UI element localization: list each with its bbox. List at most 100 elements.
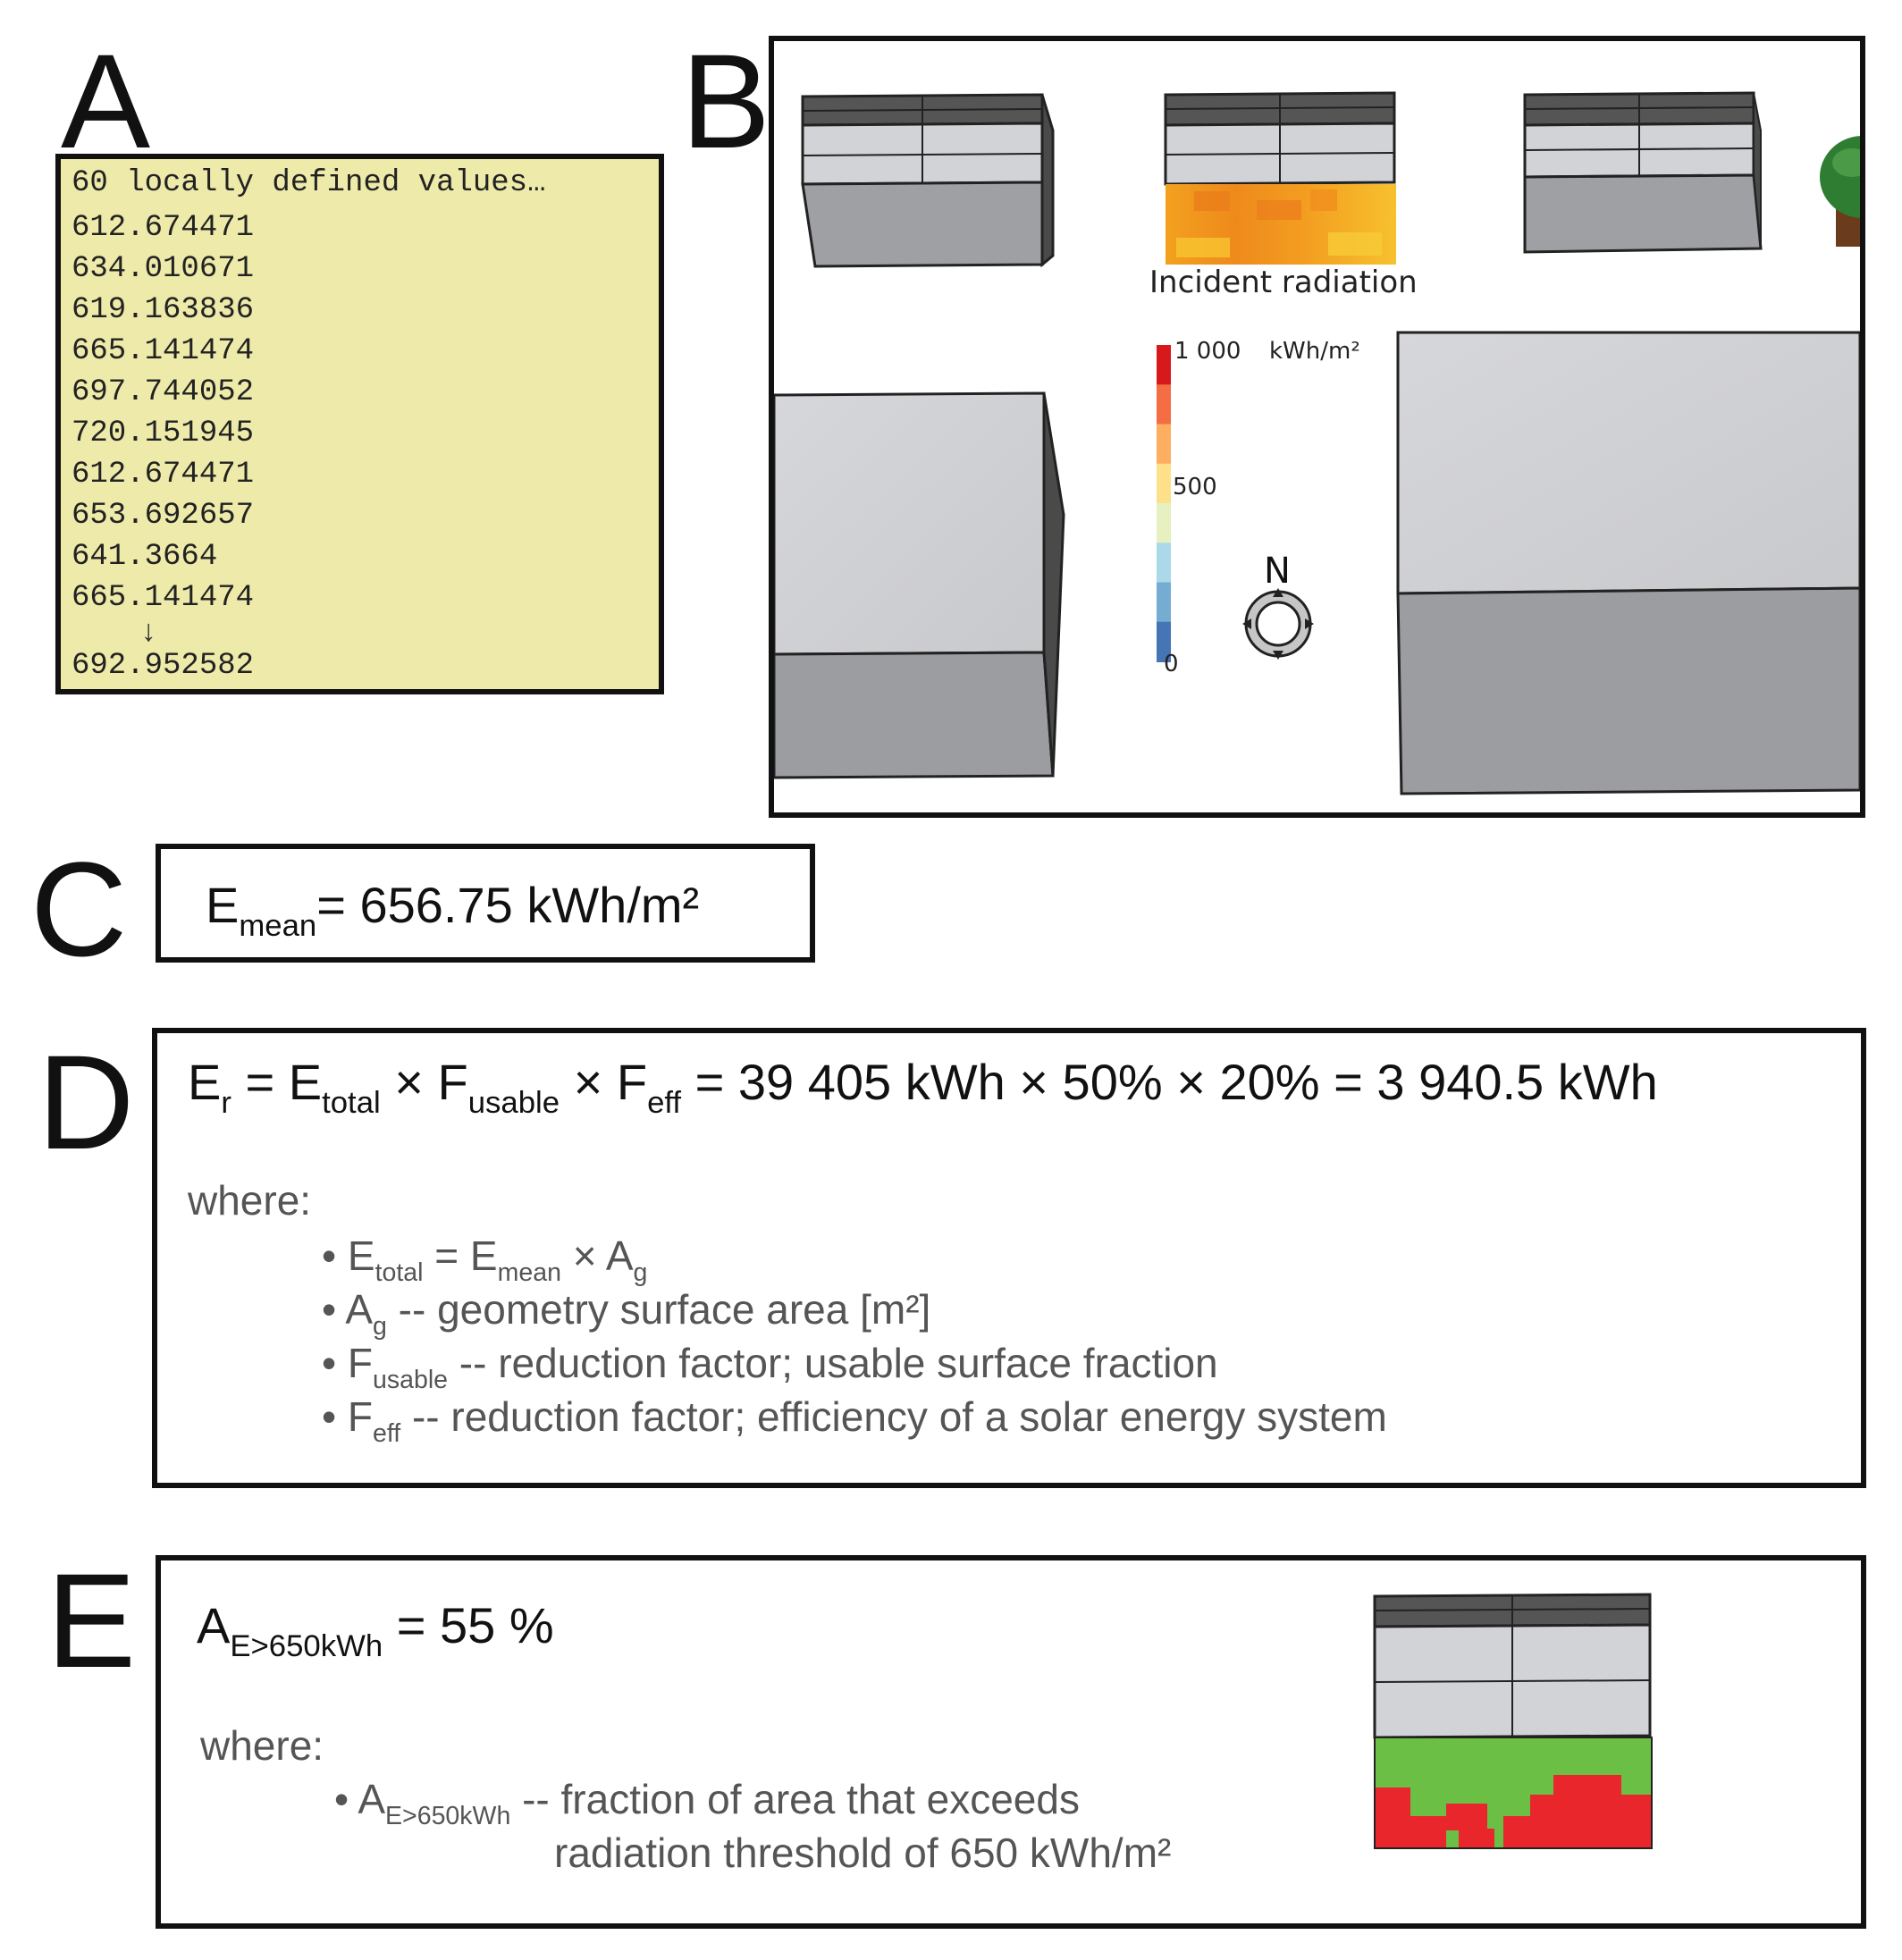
legend-color-bar [1157, 345, 1171, 662]
legend-max-label: 1 000 [1174, 338, 1241, 365]
eq-e-sub: r [221, 1085, 231, 1120]
threshold-area-formula: AE>650kWh = 55 % [197, 1596, 554, 1663]
value-item: 720.151945 [72, 416, 255, 450]
legend-color-swatch [1157, 503, 1171, 544]
bullet-text: • E [322, 1232, 375, 1279]
values-header: 60 locally defined values… [72, 166, 546, 200]
legend-color-swatch [1157, 345, 1171, 386]
panel-letter-b: B [681, 26, 771, 176]
definition-bullet-continuation: radiation threshold of 650 kWh/m² [554, 1830, 1172, 1876]
legend-color-swatch [1157, 463, 1171, 504]
threshold-map [1375, 1737, 1652, 1848]
definition-bullet: • Ag -- geometry surface area [m²] [322, 1285, 931, 1341]
formula-value: = 656.75 kWh/m² [316, 877, 700, 933]
formula-value: = 55 % [383, 1597, 554, 1653]
where-label: where: [200, 1722, 324, 1769]
building-large-left [774, 391, 1065, 779]
north-compass-icon [1242, 588, 1314, 660]
bullet-sub: E>650kWh [385, 1801, 511, 1830]
value-item: 697.744052 [72, 375, 255, 409]
legend-color-swatch [1157, 424, 1171, 465]
bullet-sub: eff [372, 1418, 401, 1448]
above-threshold-cell [1446, 1804, 1487, 1830]
legend-min-label: 0 [1164, 651, 1179, 677]
legend-color-swatch [1157, 384, 1171, 425]
mean-radiation-formula: Emean= 656.75 kWh/m² [206, 876, 700, 943]
tree [1820, 136, 1860, 247]
values-listing-panel: 60 locally defined values… 612.674471 63… [55, 154, 664, 694]
bullet-sub: total [375, 1258, 424, 1287]
bullet-text: • F [322, 1340, 373, 1386]
eq-usable-sub: usable [467, 1085, 560, 1120]
bullet-text: • A [322, 1286, 374, 1333]
legend-color-swatch [1157, 543, 1171, 584]
panel-letter-c: C [30, 834, 128, 984]
legend-color-swatch [1157, 582, 1171, 623]
value-item: 619.163836 [72, 293, 255, 327]
eq-total-sub: total [322, 1085, 381, 1120]
value-item: 634.010671 [72, 252, 255, 286]
above-threshold-cell [1530, 1795, 1652, 1848]
above-threshold-cell [1553, 1775, 1621, 1796]
continuation-arrow-icon: ↓ [139, 617, 158, 651]
eq-eff-sub: eff [647, 1085, 682, 1120]
formula-symbol: A [197, 1597, 231, 1653]
formula-subscript: mean [239, 908, 317, 943]
definition-bullet: • Feff -- reduction factor; efficiency o… [322, 1392, 1387, 1448]
bullet-sub: usable [372, 1365, 449, 1394]
value-item: 641.3664 [72, 540, 218, 574]
building-top-left [801, 93, 1055, 268]
eq-part: × F [560, 1054, 648, 1110]
bullet-text: -- reduction factor; efficiency of a sol… [400, 1393, 1387, 1440]
definition-bullet: • Etotal = Emean × Ag [322, 1232, 647, 1287]
above-threshold-cell [1503, 1816, 1530, 1848]
formula-symbol: E [206, 877, 240, 933]
bullet-text: • A [334, 1776, 386, 1822]
panel-letter-e: E [46, 1545, 137, 1695]
legend-mid-label: 500 [1173, 474, 1217, 501]
north-label: N [1264, 551, 1291, 592]
formula-subscript: E>650kWh [230, 1628, 383, 1663]
bullet-text: -- geometry surface area [m²] [386, 1286, 931, 1333]
definition-bullet: • AE>650kWh -- fraction of area that exc… [334, 1775, 1080, 1830]
panel-letter-a: A [61, 26, 151, 176]
value-item: 653.692657 [72, 499, 255, 533]
building-top-right [1523, 91, 1763, 254]
legend-color-swatch [1157, 621, 1171, 662]
bullet-text: • F [322, 1393, 373, 1440]
threshold-area-panel: AE>650kWh = 55 % where: • AE>650kWh -- f… [156, 1555, 1866, 1929]
value-item: 665.141474 [72, 581, 255, 615]
bullet-text: × A [560, 1232, 634, 1279]
bullet-sub: g [633, 1258, 648, 1287]
eq-part: = E [231, 1054, 323, 1110]
eq-result: = 39 405 kWh × 50% × 20% = 3 940.5 kWh [681, 1054, 1658, 1110]
values-list: 612.674471 634.010671 619.163836 665.141… [72, 207, 254, 618]
bullet-text: = E [423, 1232, 498, 1279]
eq-part: × F [380, 1054, 468, 1110]
building-incident-radiation [1164, 91, 1396, 265]
usable-energy-equation: Er = Etotal × Fusable × Feff = 39 405 kW… [188, 1053, 1658, 1120]
value-item: 665.141474 [72, 334, 255, 368]
threshold-building [1373, 1593, 1653, 1849]
bullet-sub: g [373, 1311, 387, 1341]
eq-e: E [188, 1054, 222, 1110]
where-label: where: [188, 1177, 312, 1224]
definition-bullet: • Fusable -- reduction factor; usable su… [322, 1339, 1218, 1394]
incident-radiation-label: Incident radiation [1149, 265, 1418, 300]
value-item: 612.674471 [72, 211, 255, 245]
value-item-last: 692.952582 [72, 649, 255, 683]
building-large-right [1396, 331, 1860, 795]
mean-radiation-panel: Emean= 656.75 kWh/m² [156, 844, 815, 963]
above-threshold-cell [1459, 1829, 1494, 1848]
bullet-text: -- fraction of area that exceeds [510, 1776, 1080, 1822]
bullet-sub: mean [497, 1258, 561, 1287]
above-threshold-cell [1410, 1816, 1446, 1848]
above-threshold-cell [1375, 1788, 1410, 1848]
bullet-text: -- reduction factor; usable surface frac… [448, 1340, 1218, 1386]
value-item: 612.674471 [72, 458, 255, 492]
panel-letter-d: D [38, 1027, 135, 1177]
3d-scene [774, 91, 1860, 795]
legend-unit-label: kWh/m² [1269, 338, 1360, 365]
3d-scene-panel: Incident radiation 1 000 kWh/m² 500 0 N [769, 36, 1865, 818]
usable-energy-panel: Er = Etotal × Fusable × Feff = 39 405 kW… [152, 1028, 1866, 1488]
